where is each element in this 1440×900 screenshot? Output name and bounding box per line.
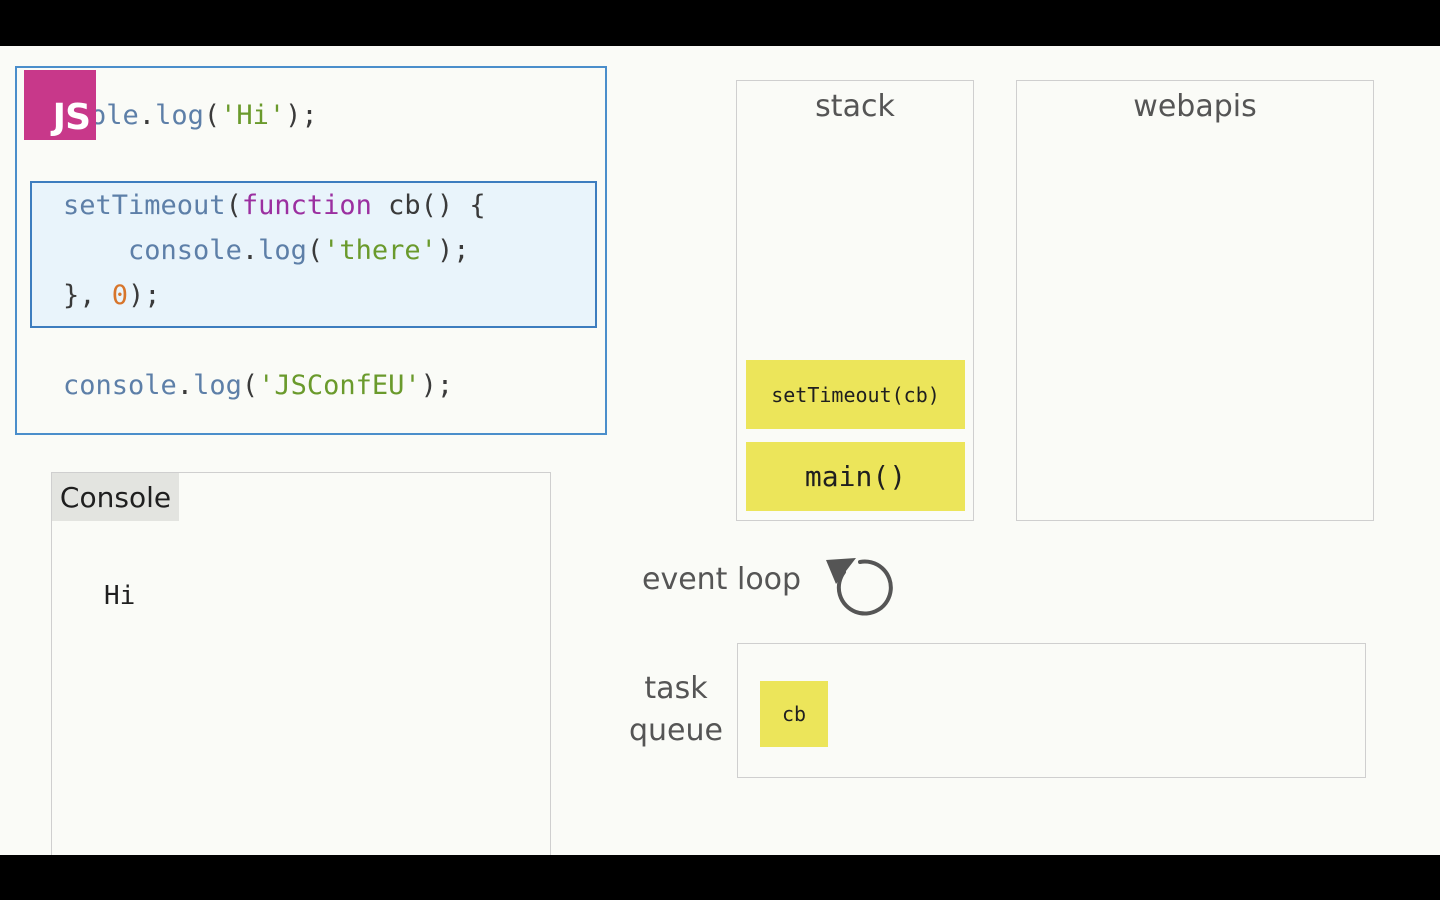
code-token: function	[241, 190, 372, 221]
stack-title: stack	[815, 89, 895, 124]
letterbox-bottom	[0, 855, 1440, 900]
code-line-2: setTimeout(function cb() {	[63, 190, 486, 221]
code-token: .	[241, 235, 259, 266]
circular-arrow-icon	[826, 558, 893, 616]
code-token: 0	[111, 280, 129, 311]
stack-panel: stack setTimeout(cb) main()	[736, 80, 974, 521]
code-token: );	[285, 100, 318, 131]
code-token: log	[258, 235, 307, 266]
task-queue-panel: cb	[737, 643, 1366, 778]
code-token: (	[203, 100, 221, 131]
code-token: setTimeout	[63, 190, 226, 221]
code-token: 'there'	[323, 235, 437, 266]
stack-frame-main: main()	[746, 442, 965, 511]
code-token: .	[138, 100, 156, 131]
slide: JS console.log('Hi'); setTimeout(functio…	[0, 46, 1440, 855]
letterbox-top	[0, 0, 1440, 46]
code-token: console	[63, 370, 177, 401]
settimeout-highlight	[30, 181, 597, 328]
code-line-3: console.log('there');	[63, 235, 469, 266]
code-token: },	[63, 280, 112, 311]
code-panel: JS console.log('Hi'); setTimeout(functio…	[15, 66, 607, 435]
task-queue-label-line2: queue	[629, 713, 723, 748]
code-token: (	[306, 235, 324, 266]
console-output-line: Hi	[104, 581, 136, 611]
code-token: 'Hi'	[220, 100, 286, 131]
task-queue-label: task queue	[618, 668, 734, 752]
code-token: cb() {	[371, 190, 486, 221]
code-token: console	[128, 235, 242, 266]
task-queue-label-line1: task	[644, 671, 708, 706]
event-loop-label: event loop	[642, 562, 802, 597]
webapis-panel: webapis	[1016, 80, 1374, 521]
code-token	[63, 235, 128, 266]
console-title: Console	[52, 473, 179, 521]
code-token: .	[176, 370, 194, 401]
code-token: );	[420, 370, 454, 401]
code-token: log	[193, 370, 242, 401]
task-queue-item-cb: cb	[760, 681, 828, 747]
webapis-title: webapis	[1133, 89, 1257, 124]
stack-frame-settimeout: setTimeout(cb)	[746, 360, 965, 429]
code-line-5: console.log('JSConfEU');	[63, 370, 453, 401]
code-token: 'JSConfEU'	[258, 370, 421, 401]
code-token: );	[128, 280, 161, 311]
code-token: (	[241, 370, 259, 401]
code-line-4: }, 0);	[63, 280, 161, 311]
console-panel: Console Hi	[51, 472, 551, 855]
js-logo-icon: JS	[24, 70, 96, 140]
code-token: (	[225, 190, 242, 221]
code-token: );	[436, 235, 470, 266]
code-token: log	[155, 100, 204, 131]
